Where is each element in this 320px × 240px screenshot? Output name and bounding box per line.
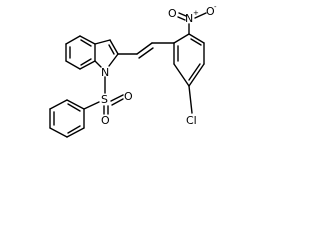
bond bbox=[66, 127, 85, 138]
bond bbox=[173, 63, 190, 87]
atom-label-n-indole: N bbox=[101, 66, 109, 79]
bond bbox=[136, 42, 153, 55]
double-bond-inner bbox=[190, 38, 202, 46]
indole-benzo-ring bbox=[65, 35, 96, 70]
atom-label-o-sulfonyl-left: O bbox=[101, 114, 110, 127]
bond bbox=[188, 33, 205, 44]
indole-pyrrole-ring bbox=[94, 39, 119, 68]
bond bbox=[83, 101, 100, 110]
bond bbox=[178, 12, 187, 17]
double-bond-inner bbox=[138, 47, 154, 59]
charge-plus-nitro: + bbox=[193, 9, 199, 17]
double-bond-inner bbox=[67, 103, 81, 112]
double-bond-inner bbox=[80, 58, 92, 66]
sulfonyl-group bbox=[83, 76, 124, 115]
bond bbox=[66, 99, 85, 110]
atom-label-n-nitro: N bbox=[185, 12, 193, 25]
bond bbox=[79, 60, 96, 70]
bond bbox=[111, 98, 124, 106]
bond bbox=[65, 35, 81, 45]
atom-label-o-sulfonyl-right: O bbox=[124, 90, 133, 103]
atom-label-o-nitro-single: O bbox=[206, 5, 215, 18]
atom-label-o-nitro-double: O bbox=[168, 7, 177, 20]
bond bbox=[49, 127, 68, 138]
bond bbox=[173, 33, 190, 44]
chloronitrophenyl-ring bbox=[173, 33, 205, 87]
bond bbox=[188, 85, 193, 114]
bond bbox=[65, 60, 81, 70]
phenyl-ring bbox=[49, 99, 85, 138]
double-bond-inner bbox=[188, 63, 201, 81]
charge-minus-nitro: - bbox=[214, 3, 217, 11]
chemical-structure: N S O O N + O O - Cl bbox=[49, 3, 217, 138]
vinyl-bridge bbox=[117, 42, 175, 59]
atom-label-cl: Cl bbox=[186, 114, 197, 127]
bond bbox=[108, 53, 119, 67]
bond bbox=[188, 63, 205, 87]
atom-label-s-sulfonyl: S bbox=[101, 93, 108, 106]
bond bbox=[110, 94, 124, 102]
double-bond-inner bbox=[80, 39, 92, 47]
bond bbox=[194, 12, 207, 19]
bond bbox=[79, 35, 96, 45]
double-bond-inner bbox=[67, 125, 81, 134]
bond bbox=[94, 39, 111, 45]
bond bbox=[94, 60, 102, 68]
double-bond-inner bbox=[177, 16, 186, 21]
bond bbox=[49, 99, 68, 110]
bond bbox=[109, 39, 119, 55]
nitro-group bbox=[177, 12, 207, 35]
double-bond-inner bbox=[108, 44, 115, 55]
